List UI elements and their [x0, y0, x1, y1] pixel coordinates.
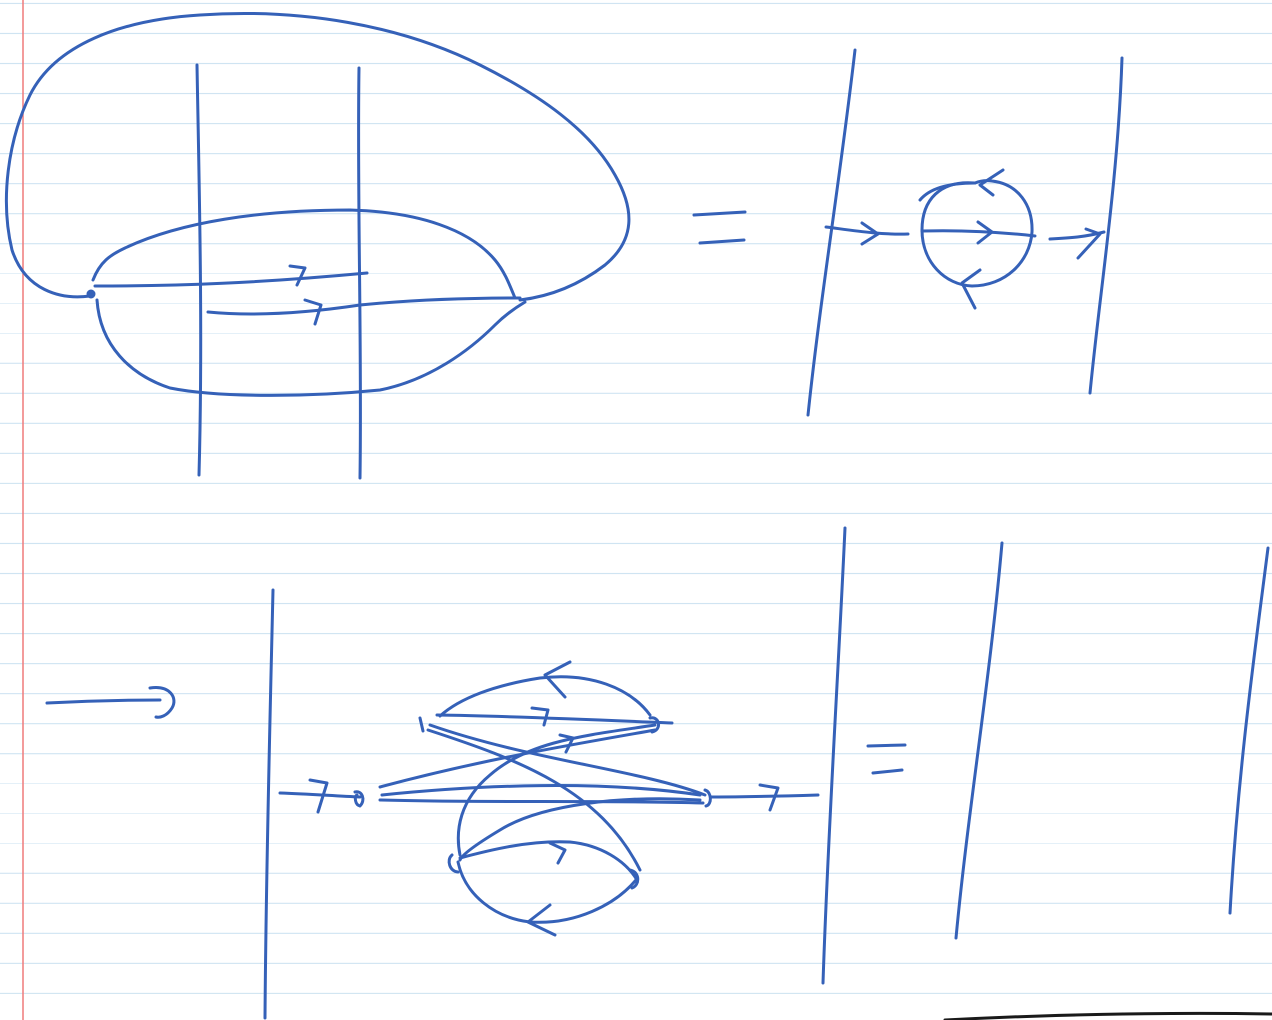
circle-top-arrowhead: [978, 168, 1005, 197]
inner-upper-arc: [91, 208, 517, 300]
incoming-strand: [824, 225, 910, 236]
incoming-arrowhead: [860, 221, 880, 246]
cross-strand-f: [378, 798, 705, 805]
vertical-line-right: [1088, 56, 1124, 395]
cross-strand-b: [428, 723, 707, 797]
circle-bottom-arrowhead: [960, 268, 982, 310]
horizontal-strand-lower: [206, 296, 522, 316]
arrowhead-upper: [288, 264, 307, 287]
inner-strand: [920, 229, 1037, 238]
outgoing-arrowhead: [1076, 227, 1102, 260]
implies-arrow-shaft: [45, 698, 162, 705]
small-arrowhead-middle: [558, 733, 575, 754]
cross-strand-g: [458, 797, 702, 862]
equals-sign-bottom: [866, 743, 907, 748]
node-dot: [86, 289, 96, 299]
vertical-line-right: [821, 526, 847, 985]
top-lens-arrowhead: [530, 706, 550, 727]
bottom-lens-arrow-bottom: [526, 903, 557, 937]
top-lens-arrow-top: [543, 660, 572, 699]
cross-strand-a: [426, 728, 642, 872]
diagram-top-right: [692, 48, 1124, 417]
inner-arrowhead: [976, 220, 994, 245]
cross-strand-d: [378, 728, 657, 789]
vertical-line-right: [1228, 546, 1270, 915]
node-top-left: [418, 716, 425, 733]
implies-arrow: [45, 686, 176, 719]
bottom-lens-upper: [458, 840, 639, 882]
ink-layer: [4, 11, 1272, 1020]
outgoing-arrowhead: [758, 783, 780, 812]
diagram-bottom-middle: [263, 526, 847, 1020]
horizontal-strand-upper: [93, 271, 369, 288]
node-left: [353, 790, 365, 808]
vertical-line-left: [806, 48, 857, 417]
vertical-line-left: [263, 588, 275, 1020]
incoming-strand: [278, 791, 362, 799]
bottom-lens-lower: [456, 860, 638, 924]
outer-loop-strand: [4, 11, 631, 302]
vertical-line-left: [195, 63, 203, 477]
diagram-bottom-right: [866, 541, 1270, 940]
loop-circle: [920, 179, 1034, 288]
node-bottom-left: [447, 853, 460, 874]
incoming-arrowhead: [308, 778, 329, 814]
implies-arrow-head: [148, 686, 176, 719]
node-right: [703, 788, 712, 808]
arrowhead-lower: [303, 298, 323, 326]
equals-sign-bottom-lower: [871, 768, 904, 775]
equals-sign-top-lower: [698, 238, 746, 245]
diagram-top-left: [4, 11, 631, 480]
cross-strand-c: [456, 723, 657, 857]
vertical-line-right: [357, 66, 362, 480]
cross-strand-e: [380, 784, 702, 797]
bottom-lens-arrowhead: [548, 841, 567, 865]
outgoing-strand: [710, 793, 820, 799]
node-bottom-right: [628, 868, 640, 890]
page-edge-stroke: [943, 1011, 1272, 1020]
circle-top-arc: [918, 181, 977, 202]
equals-sign-top: [692, 210, 747, 217]
top-lens-middle: [435, 713, 674, 725]
vertical-line-left: [954, 541, 1004, 940]
inner-lower-arc: [95, 298, 527, 397]
top-lens-upper: [438, 675, 652, 718]
